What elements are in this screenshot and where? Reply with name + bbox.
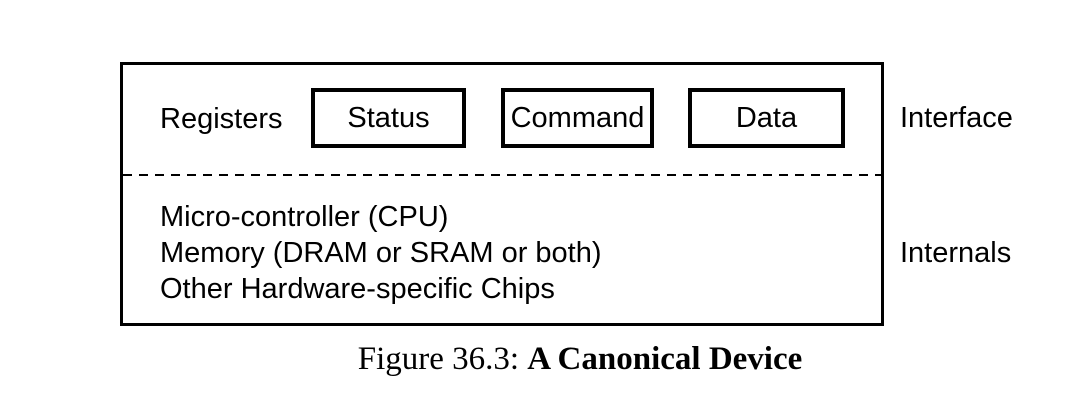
- interface-internals-divider: [123, 174, 881, 176]
- figure-caption-prefix: Figure 36.3:: [357, 341, 528, 377]
- status-register-label: Status: [347, 101, 430, 134]
- internals-item-other-chips: Other Hardware-specific Chips: [160, 273, 555, 305]
- interface-label: Interface: [900, 102, 1013, 134]
- internals-list: Micro-controller (CPU) Memory (DRAM or S…: [160, 199, 602, 307]
- command-register-box: Command: [501, 88, 654, 148]
- internals-label: Internals: [900, 237, 1012, 269]
- command-register-label: Command: [510, 101, 645, 134]
- data-register-label: Data: [735, 101, 798, 134]
- internals-item-memory: Memory (DRAM or SRAM or both): [160, 237, 602, 269]
- figure-caption-title: A Canonical Device: [527, 341, 803, 377]
- figure-caption: Figure 36.3: A Canonical Device: [358, 340, 803, 378]
- status-register-box: Status: [311, 88, 466, 148]
- registers-label: Registers: [160, 103, 283, 135]
- data-register-box: Data: [688, 88, 845, 148]
- internals-item-microcontroller: Micro-controller (CPU): [160, 201, 449, 233]
